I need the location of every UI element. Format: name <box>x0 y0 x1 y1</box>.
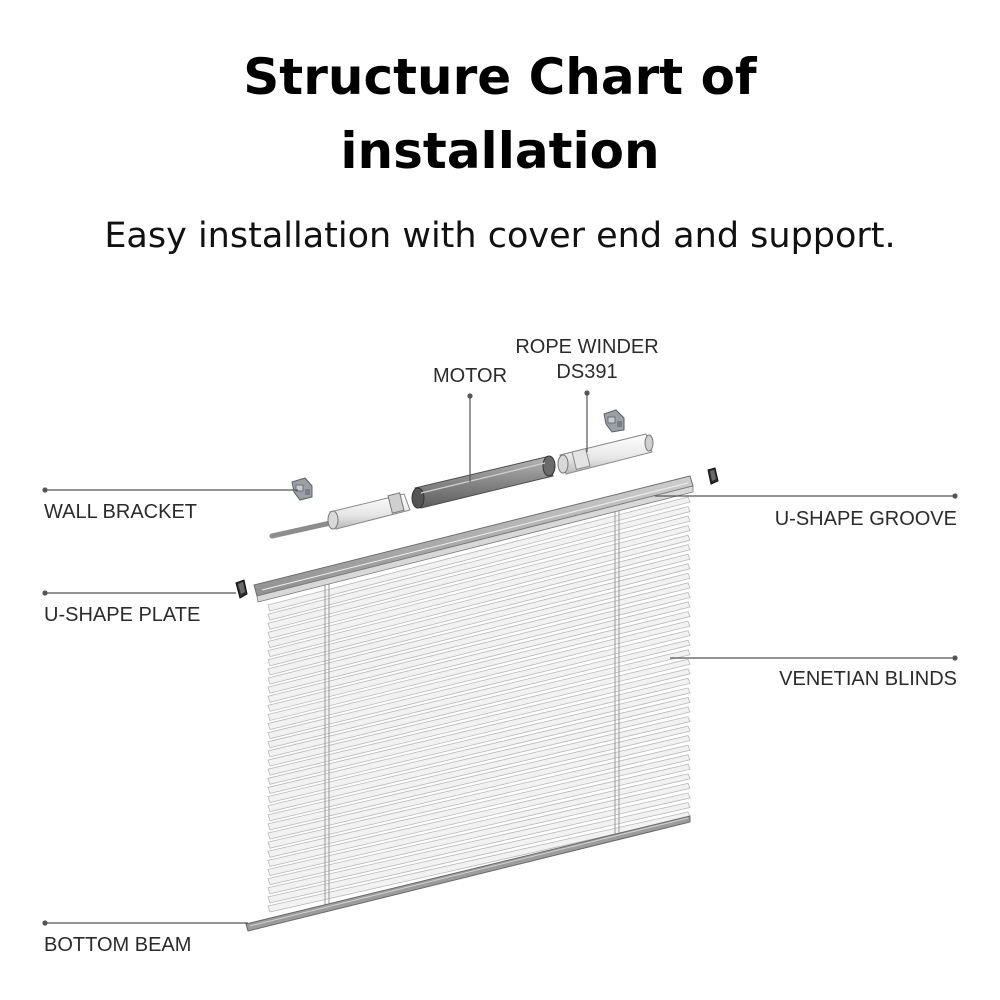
slat <box>267 496 691 612</box>
motor-body <box>411 455 556 509</box>
wall-bracket-right <box>603 409 625 433</box>
slat <box>267 744 691 849</box>
slat <box>267 792 691 895</box>
slat <box>267 773 691 876</box>
slat <box>267 544 691 658</box>
rope-winder <box>557 433 654 475</box>
slat <box>267 553 691 667</box>
ladder-strings <box>324 504 620 905</box>
slat <box>267 506 691 621</box>
slat <box>267 754 691 858</box>
subtitle: Easy installation with cover end and sup… <box>104 216 896 256</box>
slat <box>267 735 691 840</box>
slat <box>267 716 691 822</box>
slat <box>267 515 691 630</box>
slat <box>267 649 691 758</box>
label-u-shape-plate: U-SHAPE PLATE <box>44 604 200 626</box>
slat <box>267 782 691 886</box>
label-motor: MOTOR <box>433 365 507 387</box>
slat <box>267 563 691 676</box>
slat <box>267 534 691 648</box>
page-title: Structure Chart of installation <box>0 40 1000 188</box>
wall-bracket-left <box>291 477 313 501</box>
slat <box>267 668 691 776</box>
u-shape-groove <box>253 475 694 603</box>
u-shape-plate-right <box>707 467 719 485</box>
left-coupler <box>327 492 411 530</box>
title-line-2: installation <box>340 122 660 180</box>
slat <box>267 601 691 712</box>
slat <box>267 763 691 867</box>
slat <box>267 591 691 703</box>
slat <box>267 620 691 731</box>
slat <box>267 677 691 785</box>
slat <box>267 725 691 831</box>
slat <box>267 582 691 694</box>
bottom-beam <box>245 815 691 932</box>
slat <box>267 630 691 740</box>
label-rope-winder-model: DS391 <box>556 361 617 383</box>
u-shape-plate-left <box>235 579 248 599</box>
slat <box>267 696 691 804</box>
slat <box>267 658 691 767</box>
title-line-1: Structure Chart of <box>243 48 757 106</box>
label-wall-bracket: WALL BRACKET <box>44 501 197 523</box>
venetian-blinds <box>267 496 691 913</box>
slat <box>267 706 691 813</box>
leader-lines <box>42 390 958 926</box>
slat <box>267 572 691 685</box>
slat <box>267 639 691 749</box>
label-bottom-beam: BOTTOM BEAM <box>44 934 191 956</box>
label-u-shape-groove: U-SHAPE GROOVE <box>775 508 957 530</box>
label-rope-winder: ROPE WINDER <box>515 336 658 358</box>
slat <box>267 525 691 639</box>
slat <box>267 611 691 721</box>
motor-assembly <box>269 433 654 539</box>
slat <box>267 801 691 904</box>
label-venetian-blinds: VENETIAN BLINDS <box>779 668 957 690</box>
slat <box>267 687 691 794</box>
